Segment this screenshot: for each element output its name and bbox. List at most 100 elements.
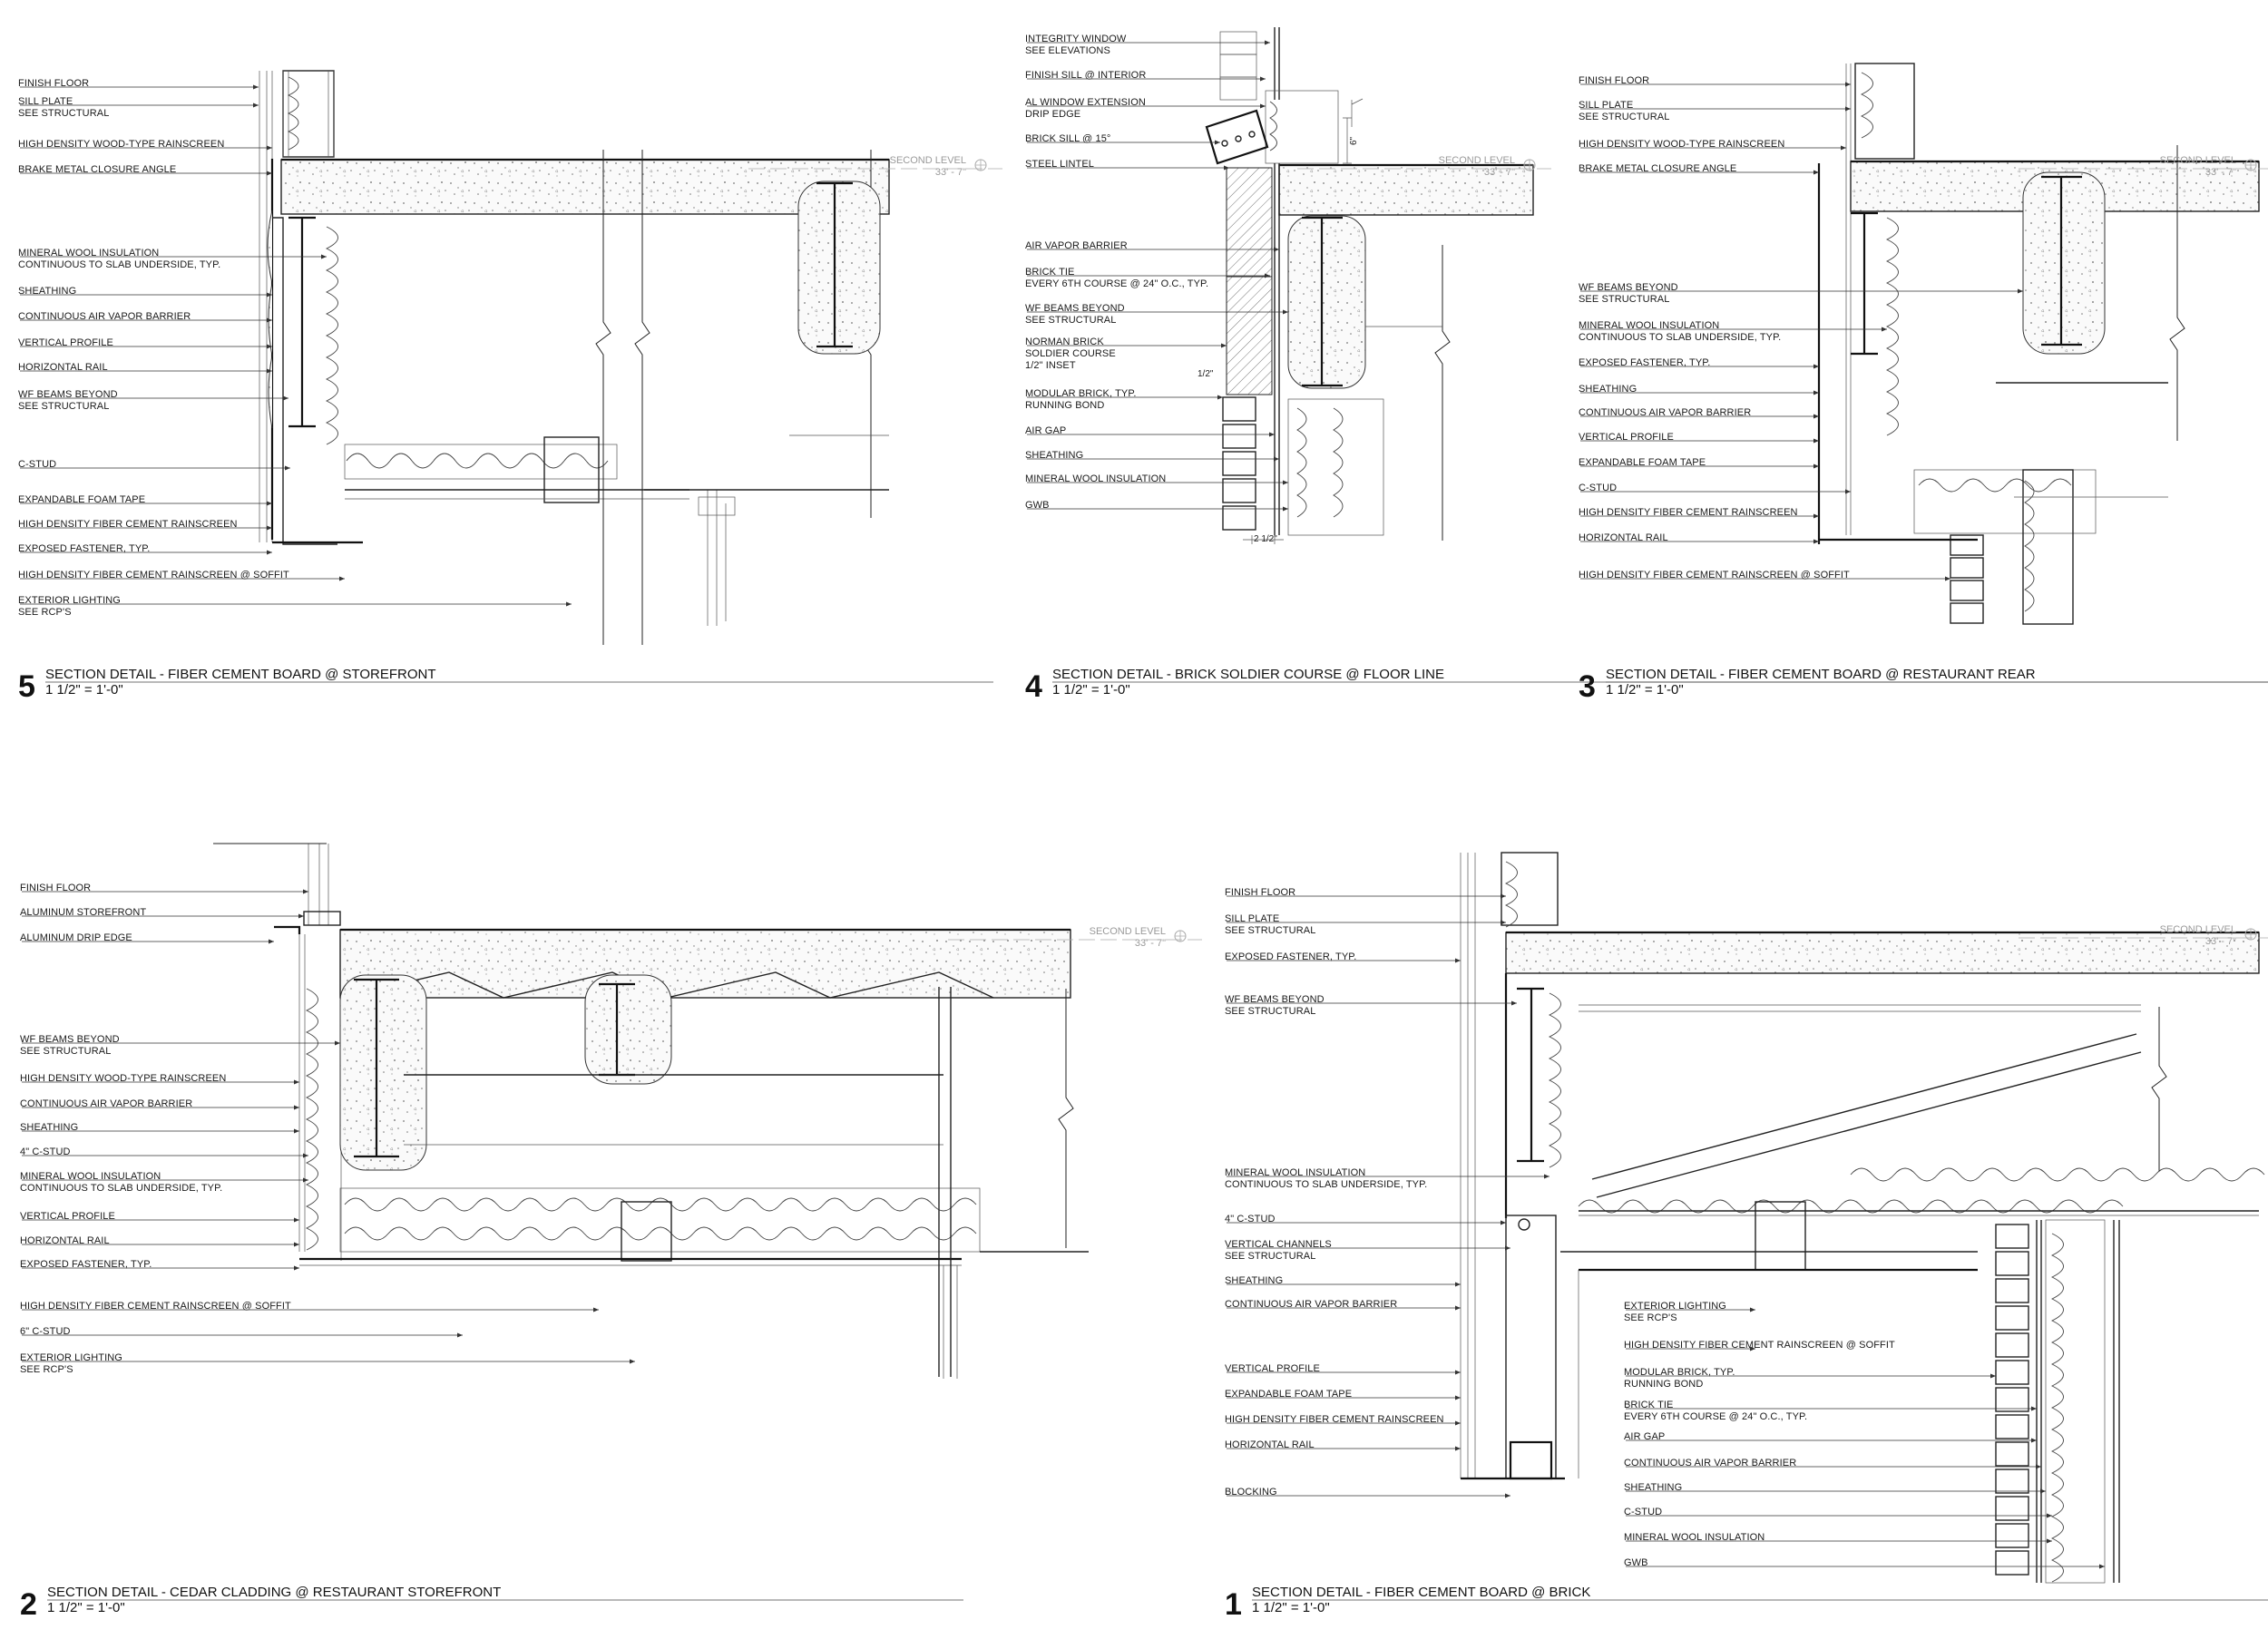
d1l-arrow — [1501, 1220, 1506, 1225]
d2-arrow — [294, 1242, 299, 1247]
dim-half-inch: 1/2" — [1198, 369, 1214, 379]
d2-arrow — [294, 1217, 299, 1223]
d5-level-elevation: 33' - 7" — [935, 167, 966, 178]
d4-label: 1/2" INSET — [1025, 360, 1076, 371]
d2-arrow — [294, 1079, 299, 1085]
d3-level-cross — [2245, 160, 2256, 171]
d1l-label: CONTINUOUS AIR VAPOR BARRIER — [1225, 1299, 1397, 1310]
d1r-label: EVERY 6TH COURSE @ 24" O.C., TYP. — [1624, 1411, 1807, 1422]
d5-arrow — [267, 171, 272, 176]
d1l-label: HIGH DENSITY FIBER CEMENT RAINSCREEN — [1225, 1414, 1444, 1425]
d5-arrow — [285, 465, 290, 471]
d5-arrow — [267, 550, 272, 555]
d4-label: MINERAL WOOL INSULATION — [1025, 473, 1166, 484]
d5-arrow — [267, 292, 272, 298]
d2-label: CONTINUOUS AIR VAPOR BARRIER — [20, 1098, 192, 1109]
d2-arrow — [303, 1177, 308, 1183]
d5-arrow — [339, 576, 345, 581]
d1-title: SECTION DETAIL - FIBER CEMENT BOARD @ BR… — [1252, 1585, 1590, 1600]
callout-labels: FINISH FLOOR SILL PLATE SEE STRUCTURAL HIGH… — [18, 34, 2268, 1622]
d1r-label: SHEATHING — [1624, 1482, 1682, 1493]
d5-label: HIGH DENSITY WOOD-TYPE RAINSCREEN — [18, 139, 224, 150]
d5-label: EXPANDABLE FOAM TAPE — [18, 494, 145, 505]
d1l-arrow — [1544, 1174, 1549, 1179]
d3-level-name: SECOND LEVEL — [2160, 155, 2236, 166]
d3-arrow — [1845, 489, 1851, 494]
d1l-arrow — [1455, 1420, 1461, 1426]
d5-level-cross — [975, 160, 986, 171]
d3-label: BRAKE METAL CLOSURE ANGLE — [1579, 163, 1736, 174]
d5-label: HIGH DENSITY FIBER CEMENT RAINSCREEN — [18, 519, 238, 530]
d2-arrow — [269, 939, 274, 944]
d3-arrow — [1813, 539, 1819, 544]
d3-label: CONTINUOUS AIR VAPOR BARRIER — [1579, 407, 1751, 418]
d5-number: 5 — [18, 669, 35, 704]
d5-label: CONTINUOUS TO SLAB UNDERSIDE, TYP. — [18, 259, 220, 270]
dim-6in: 6" — [1349, 136, 1359, 145]
d5-label: HIGH DENSITY FIBER CEMENT RAINSCREEN @ S… — [18, 570, 289, 581]
detail-4-brick-soldier: 6" 1/2" 2 1/2" — [1198, 27, 1534, 544]
d1l-label: BLOCKING — [1225, 1487, 1277, 1498]
d1l-label: SILL PLATE — [1225, 913, 1279, 924]
d4-level-elevation: 33' - 7" — [1484, 167, 1515, 178]
d2-label: HORIZONTAL RAIL — [20, 1235, 110, 1246]
d5-label: SILL PLATE — [18, 96, 73, 107]
d1l-label: EXPANDABLE FOAM TAPE — [1225, 1389, 1352, 1400]
d2-arrow — [294, 1105, 299, 1110]
d1-level-cross — [2245, 929, 2256, 940]
d2-label: CONTINUOUS TO SLAB UNDERSIDE, TYP. — [20, 1183, 222, 1194]
d5-label: FINISH FLOOR — [18, 78, 89, 89]
d1l-arrow — [1511, 1000, 1517, 1006]
d3-label: HIGH DENSITY WOOD-TYPE RAINSCREEN — [1579, 139, 1784, 150]
d2-label: ALUMINUM STOREFRONT — [20, 907, 146, 918]
d5-arrow — [321, 254, 327, 259]
d2-label: VERTICAL PROFILE — [20, 1211, 115, 1222]
d3-label: EXPANDABLE FOAM TAPE — [1579, 457, 1706, 468]
d5-label: MINERAL WOOL INSULATION — [18, 248, 159, 259]
d4-label: DRIP EDGE — [1025, 109, 1080, 120]
d5-arrow — [283, 395, 288, 401]
d1l-label: FINISH FLOOR — [1225, 887, 1295, 898]
d2-scale: 1 1/2" = 1'-0" — [47, 1600, 125, 1615]
d3-arrow — [1813, 364, 1819, 369]
d2-label: HIGH DENSITY WOOD-TYPE RAINSCREEN — [20, 1073, 226, 1084]
d4-arrow — [1260, 103, 1266, 109]
d5-arrow — [566, 601, 572, 607]
d5-arrow — [267, 317, 272, 323]
d4-label: STEEL LINTEL — [1025, 159, 1094, 170]
d1r-label: GWB — [1624, 1557, 1648, 1568]
d1l-label: SEE STRUCTURAL — [1225, 1006, 1315, 1017]
d3-label: FINISH FLOOR — [1579, 75, 1649, 86]
d4-label: BRICK TIE — [1025, 267, 1075, 278]
d4-label: FINISH SILL @ INTERIOR — [1025, 70, 1146, 81]
d1r-label: EXTERIOR LIGHTING — [1624, 1301, 1726, 1312]
d3-label: SILL PLATE — [1579, 100, 1633, 111]
d2-arrow — [303, 889, 308, 894]
d1r-label: RUNNING BOND — [1624, 1379, 1703, 1390]
d1l-arrow — [1501, 893, 1506, 899]
d3-label: HIGH DENSITY FIBER CEMENT RAINSCREEN — [1579, 507, 1798, 518]
d4-label: AL WINDOW EXTENSION — [1025, 97, 1146, 108]
d5-label: SEE STRUCTURAL — [18, 401, 109, 412]
d2-label: EXPOSED FASTENER, TYP. — [20, 1259, 152, 1270]
d3-arrow — [2018, 288, 2023, 294]
d1r-label: AIR GAP — [1624, 1431, 1665, 1442]
d3-title: SECTION DETAIL - FIBER CEMENT BOARD @ RE… — [1606, 667, 2036, 682]
d4-label: AIR GAP — [1025, 425, 1066, 436]
d4-label: EVERY 6TH COURSE @ 24" O.C., TYP. — [1025, 278, 1208, 289]
d3-label: WF BEAMS BEYOND — [1579, 282, 1678, 293]
d4-arrow — [1283, 309, 1288, 315]
d5-arrow — [267, 344, 272, 349]
d2-level-name: SECOND LEVEL — [1090, 926, 1166, 937]
d4-scale: 1 1/2" = 1'-0" — [1052, 682, 1130, 698]
d5-label: VERTICAL PROFILE — [18, 337, 113, 348]
d5-arrow — [267, 145, 272, 151]
d2-label: EXTERIOR LIGHTING — [20, 1352, 122, 1363]
d3-label: CONTINUOUS TO SLAB UNDERSIDE, TYP. — [1579, 332, 1781, 343]
d4-arrow — [1274, 456, 1279, 462]
d3-arrow — [1845, 82, 1851, 87]
d3-arrow — [1813, 414, 1819, 419]
d3-number: 3 — [1579, 669, 1596, 704]
d3-arrow — [1813, 513, 1819, 519]
